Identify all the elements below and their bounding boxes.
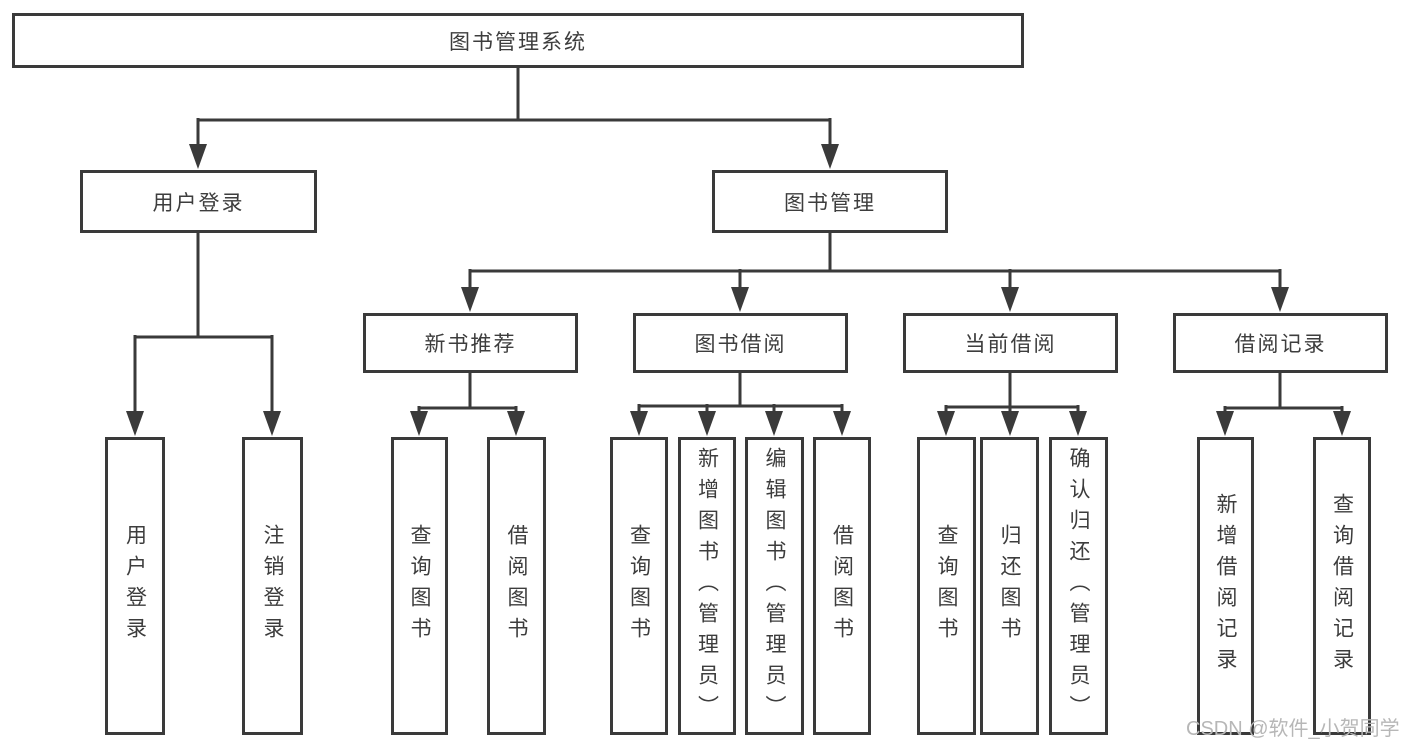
leaf-borrow-books-recommendation: 借阅图书 <box>487 437 546 735</box>
leaf-return-books: 归还图书 <box>980 437 1039 735</box>
node-label: 新增借阅记录 <box>1214 493 1237 679</box>
leaf-add-borrowing-record: 新增借阅记录 <box>1197 437 1254 735</box>
node-label: 新增图书（管理员） <box>695 446 719 726</box>
connector-book-management-to-level3 <box>461 233 1289 312</box>
node-library-management-system: 图书管理系统 <box>12 13 1024 68</box>
node-label: 查询图书 <box>935 524 958 648</box>
node-label: 注销登录 <box>261 524 284 648</box>
connector-user-login-to-leaves <box>126 233 281 436</box>
node-label: 用户登录 <box>152 191 245 215</box>
leaf-query-borrowing-record: 查询借阅记录 <box>1313 437 1371 735</box>
node-new-book-recommendation: 新书推荐 <box>363 313 578 373</box>
node-label: 归还图书 <box>998 524 1021 648</box>
leaf-query-books-current: 查询图书 <box>917 437 976 735</box>
node-label: 编辑图书（管理员） <box>763 446 786 726</box>
connector-borrowing-records-to-leaves <box>1216 373 1351 436</box>
node-label: 当前借阅 <box>964 333 1057 356</box>
node-label: 图书借阅 <box>694 333 787 356</box>
leaf-user-login: 用户登录 <box>105 437 165 735</box>
node-borrowing-records: 借阅记录 <box>1173 313 1388 373</box>
node-label: 确认归还（管理员） <box>1067 446 1090 726</box>
connector-book-borrowing-to-leaves <box>630 373 851 436</box>
leaf-query-books-recommendation: 查询图书 <box>391 437 448 735</box>
node-label: 用户登录 <box>123 524 147 648</box>
leaf-query-books-borrowing: 查询图书 <box>610 437 668 735</box>
leaf-logout: 注销登录 <box>242 437 303 735</box>
connector-root-to-level2 <box>189 68 839 169</box>
leaf-borrow-books-borrowing: 借阅图书 <box>813 437 871 735</box>
node-label: 借阅记录 <box>1234 333 1327 356</box>
node-book-management: 图书管理 <box>712 170 948 233</box>
node-label: 借阅图书 <box>505 524 528 648</box>
node-label: 查询图书 <box>408 524 431 648</box>
node-user-login: 用户登录 <box>80 170 317 233</box>
node-book-borrowing: 图书借阅 <box>633 313 848 373</box>
node-label: 借阅图书 <box>830 524 854 648</box>
connector-new-book-to-leaves <box>410 373 525 436</box>
node-label: 图书管理 <box>784 191 876 215</box>
leaf-add-books-admin: 新增图书（管理员） <box>678 437 736 735</box>
node-label: 新书推荐 <box>424 333 517 356</box>
node-label: 图书管理系统 <box>449 30 587 54</box>
connector-current-borrowing-to-leaves <box>937 373 1087 436</box>
node-label: 查询借阅记录 <box>1330 493 1354 679</box>
node-current-borrowing: 当前借阅 <box>903 313 1118 373</box>
watermark: CSDN @软件_小贺同学 <box>1186 718 1400 740</box>
leaf-confirm-return-admin: 确认归还（管理员） <box>1049 437 1108 735</box>
node-label: 查询图书 <box>627 524 651 648</box>
leaf-edit-books-admin: 编辑图书（管理员） <box>745 437 804 735</box>
